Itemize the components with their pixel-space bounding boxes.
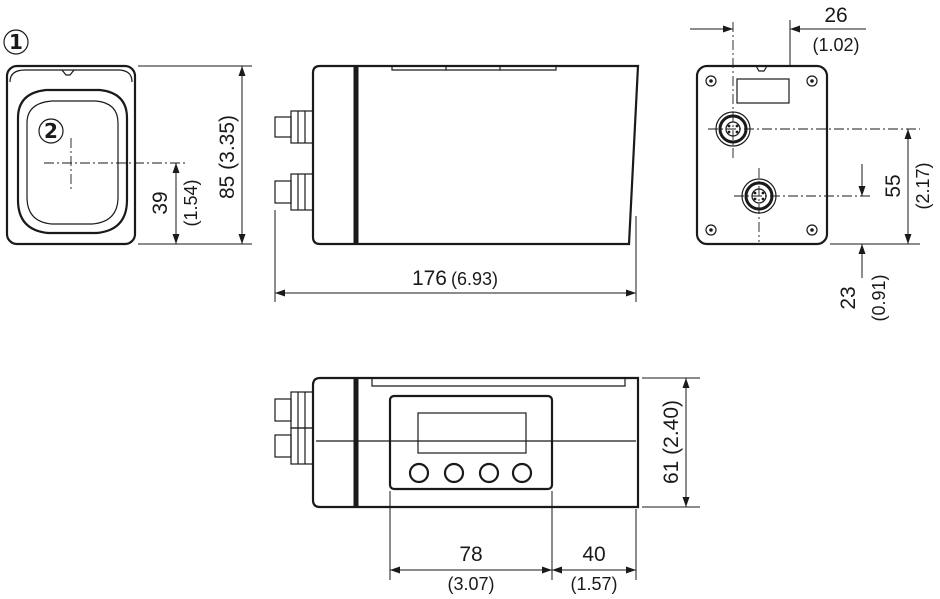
svg-text:176(6.93): 176(6.93) [412,267,498,290]
display-end-inch: (1.57) [570,574,617,594]
width-inch: (2.40) [660,400,683,455]
connector-spacing-inch: (2.17) [913,162,933,209]
length-mm: 176 [412,267,447,290]
display-end-mm: 40 [582,543,605,566]
side-connector-bottom [274,173,314,211]
width-mm: 61 [660,461,683,484]
button-3 [478,462,500,484]
height-inch: (3.35) [216,115,239,170]
lens-window-outer [16,88,129,235]
top-housing [311,376,640,509]
side-top-ridge [391,66,557,71]
connector-x-mm: 26 [824,4,847,27]
connector-x-inch: (1.02) [812,35,859,55]
connector-bottom-inch: (0.91) [869,274,889,321]
top-connector-1 [274,391,314,429]
display-panel [388,394,554,491]
svg-text:85 (3.35): 85 (3.35) [216,115,239,199]
front-housing [5,64,137,246]
svg-text:61 (2.40): 61 (2.40) [660,400,683,484]
button-1 [408,462,430,484]
lens-center-mm: 39 [149,191,172,214]
top-view: 61 (2.40) 78 (3.07) 40 (1.57) [274,376,700,594]
connector-bottom-mm: 23 [837,286,860,309]
front-view: 1 2 39 (1.54) 85 (3.35) [3,29,252,246]
rear-label-plate [736,78,790,104]
display-offset-inch: (3.07) [447,574,494,594]
button-4 [511,462,533,484]
callout-1-circle [3,29,29,55]
display-offset-mm: 78 [459,543,482,566]
callout-1-label: 1 [9,30,23,54]
side-housing [311,64,640,246]
callout-2-label: 2 [44,119,58,143]
front-notch [61,69,75,76]
front-housing-top-edge [9,69,133,83]
rear-view: 26 (1.02) 55 (2.17) 23 (0.91) [690,4,933,322]
height-mm: 85 [216,176,239,199]
button-2 [443,462,465,484]
lens-window-inner [26,100,119,225]
side-connector-top [274,110,314,144]
top-connector-2 [274,427,314,465]
side-view: 176(6.93) [274,64,640,302]
screw-icon [705,75,818,236]
length-inch: (6.93) [451,269,498,289]
rear-housing [695,64,829,246]
connector-spacing-mm: 55 [882,174,905,197]
callout-2-circle [38,118,64,144]
top-rail [371,378,626,387]
display-screen [417,412,527,454]
lens-center-inch: (1.54) [181,179,201,226]
